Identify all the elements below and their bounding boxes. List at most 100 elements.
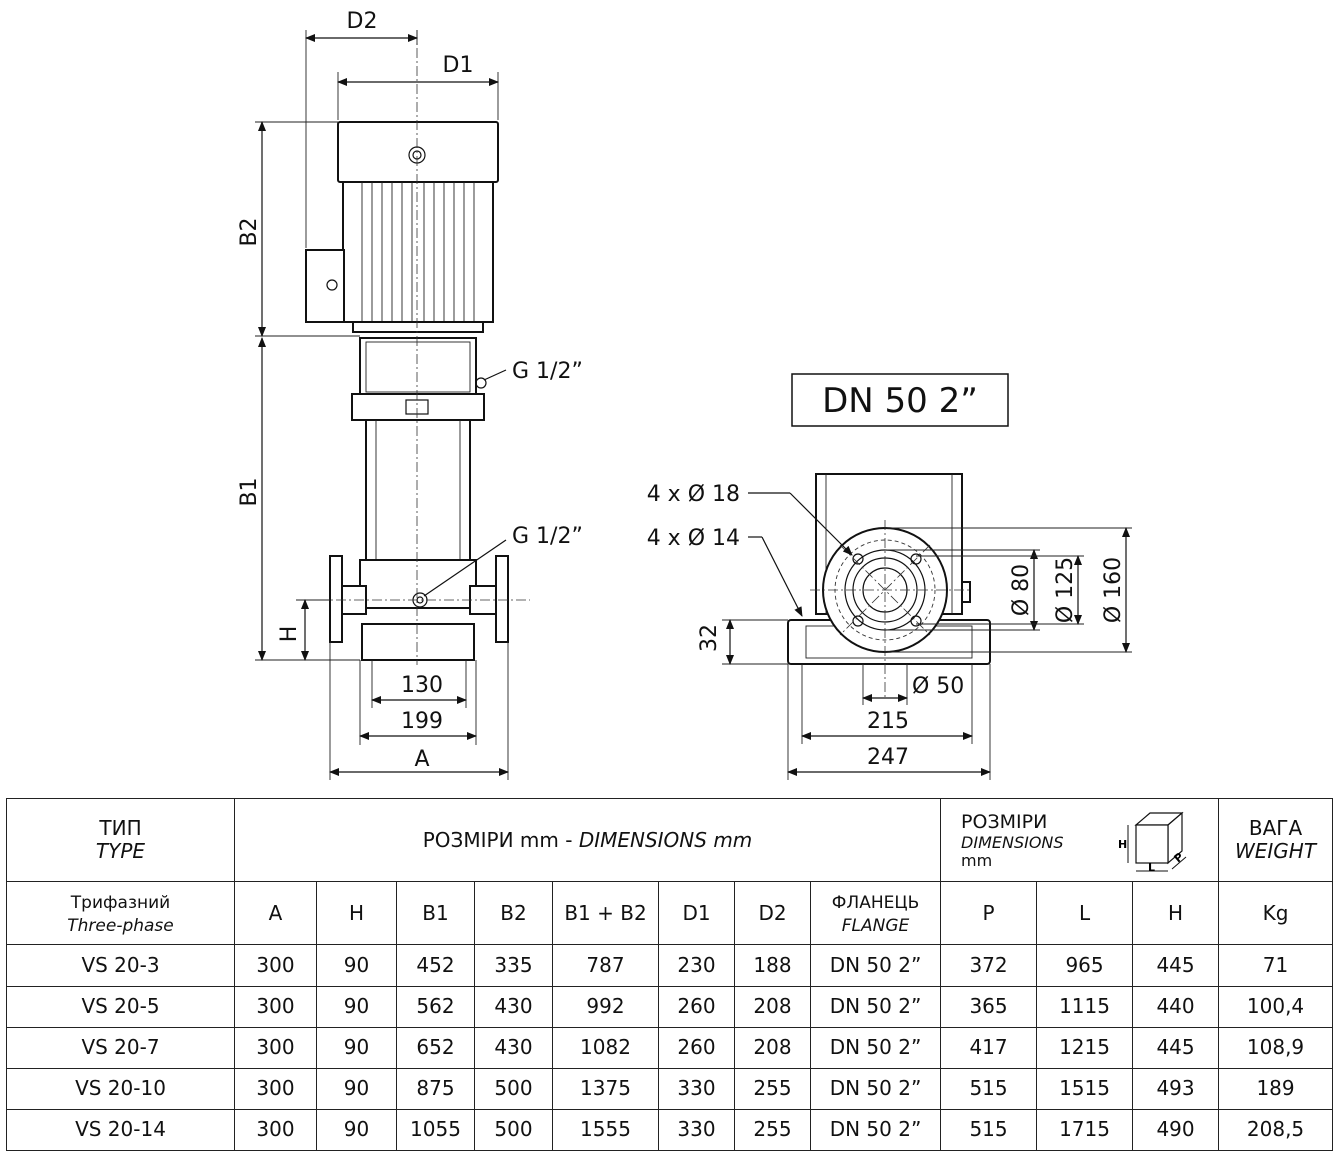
table-cell: 208,5: [1218, 1108, 1334, 1152]
package-box-icon: H L P: [1118, 811, 1187, 874]
packing-dimensions-header: РОЗМІРИ DIMENSIONS mm H L P: [940, 797, 1220, 883]
table-cell: 1215: [1036, 1026, 1134, 1069]
table-cell: 965: [1036, 944, 1134, 987]
table-cell: 430: [474, 985, 553, 1028]
table-cell: 300: [234, 1067, 317, 1110]
motor-fins: [361, 182, 475, 322]
table-cell: 330: [658, 1108, 735, 1152]
technical-drawing: D2 D1 B2 B1 H G 1/2” G 1/2” 130 199: [237, 9, 1132, 780]
table-cell: 208: [734, 1026, 811, 1069]
table-cell: 1055: [396, 1108, 475, 1152]
table-cell: 90: [316, 944, 397, 987]
col-kg: Kg: [1218, 881, 1334, 946]
dim-d50-label: Ø 50: [912, 674, 964, 699]
table-cell: 1115: [1036, 985, 1134, 1028]
table-cell: 90: [316, 1108, 397, 1152]
col-b1: B1: [396, 881, 475, 946]
table-cell: 90: [316, 985, 397, 1028]
flange-title: DN 50 2”: [822, 381, 978, 421]
flange-en: FLANGE: [841, 916, 910, 937]
dim-b1-label: B1: [237, 477, 262, 506]
table-cell: 1515: [1036, 1067, 1134, 1110]
type-ua: ТИП: [99, 816, 142, 841]
table-cell: 372: [940, 944, 1038, 987]
table-cell: 108,9: [1218, 1026, 1334, 1069]
dim-215-label: 215: [867, 709, 909, 734]
table-cell: 500: [474, 1108, 553, 1152]
table-cell: DN 50 2”: [809, 1108, 942, 1152]
table-cell: 417: [940, 1026, 1038, 1069]
table-cell: 300: [234, 985, 317, 1028]
weight-ua: ВАГА: [1248, 816, 1303, 841]
table-cell: 300: [234, 1108, 317, 1152]
vent-plug-icon: [475, 377, 487, 389]
pack-ua: РОЗМІРИ: [961, 810, 1048, 833]
table-cell: 787: [552, 944, 659, 987]
dim-b2-label: B2: [237, 217, 262, 246]
terminal-screw-icon: [326, 279, 338, 291]
table-cell: 260: [658, 985, 735, 1028]
table-cell: 562: [396, 985, 475, 1028]
dim-d80-label: Ø 80: [1009, 564, 1034, 616]
table-cell: 1555: [552, 1108, 659, 1152]
icon-p-label: P: [1172, 850, 1187, 865]
table-cell: 1715: [1036, 1108, 1134, 1152]
dim-d2-label: D2: [347, 9, 378, 34]
dim-a-label: A: [414, 747, 429, 772]
pump-side-view: D2 D1 B2 B1 H G 1/2” G 1/2” 130 199: [237, 9, 583, 780]
table-cell: 515: [940, 1108, 1038, 1152]
table-cell: 445: [1132, 1026, 1220, 1069]
dim-32-label: 32: [697, 624, 722, 652]
icon-h-label: H: [1118, 838, 1127, 851]
dim-130-label: 130: [401, 673, 443, 698]
type-header: ТИП TYPE: [6, 797, 235, 883]
table-cell: DN 50 2”: [809, 944, 942, 987]
col-b2: B2: [474, 881, 553, 946]
table-cell: 452: [396, 944, 475, 987]
dim-d125-label: Ø 125: [1053, 557, 1078, 623]
table-cell: 230: [658, 944, 735, 987]
table-cell: 189: [1218, 1067, 1334, 1110]
table-cell: DN 50 2”: [809, 1026, 942, 1069]
table-cell: 445: [1132, 944, 1220, 987]
table-cell: 300: [234, 1026, 317, 1069]
dims-en: DIMENSIONS mm: [578, 827, 753, 852]
bolt-hole-icon: [910, 615, 922, 627]
model-cell: VS 20-7: [6, 1026, 235, 1069]
holes-14-label: 4 x Ø 14: [647, 526, 740, 551]
holes-18-label: 4 x Ø 18: [647, 482, 740, 507]
dim-h-label: H: [277, 626, 302, 643]
table-cell: 90: [316, 1026, 397, 1069]
model-cell: VS 20-14: [6, 1108, 235, 1152]
flange-title-box: [791, 373, 1009, 427]
table-cell: 875: [396, 1067, 475, 1110]
pack-en: DIMENSIONS: [961, 832, 1064, 852]
table-cell: 188: [734, 944, 811, 987]
table-cell: 652: [396, 1026, 475, 1069]
model-cell: VS 20-3: [6, 944, 235, 987]
flange-ua: ФЛАНЕЦЬ: [831, 892, 920, 913]
weight-en: WEIGHT: [1234, 839, 1317, 864]
table-cell: 260: [658, 1026, 735, 1069]
table-cell: 330: [658, 1067, 735, 1110]
col-d2: D2: [734, 881, 811, 946]
table-header-row: ТИП TYPE РОЗМІРИ mm - DIMENSIONS mm РОЗМ…: [6, 797, 1334, 883]
bolt-hole-icon: [852, 615, 864, 627]
type-en: TYPE: [95, 839, 146, 864]
table-cell: 335: [474, 944, 553, 987]
table-cell: DN 50 2”: [809, 1067, 942, 1110]
table-subheader-row: Трифазний Three-phase A H B1 B2 B1 + B2 …: [6, 881, 1334, 946]
col-a: A: [234, 881, 317, 946]
dim-d1-label: D1: [443, 53, 474, 78]
col-b1b2: B1 + B2: [552, 881, 659, 946]
dim-199-label: 199: [401, 709, 443, 734]
table-cell: 255: [734, 1067, 811, 1110]
phase-header: Трифазний Three-phase: [6, 881, 235, 946]
col-hh: H: [1132, 881, 1220, 946]
table-cell: 992: [552, 985, 659, 1028]
bolt-hole-icon: [852, 553, 864, 565]
